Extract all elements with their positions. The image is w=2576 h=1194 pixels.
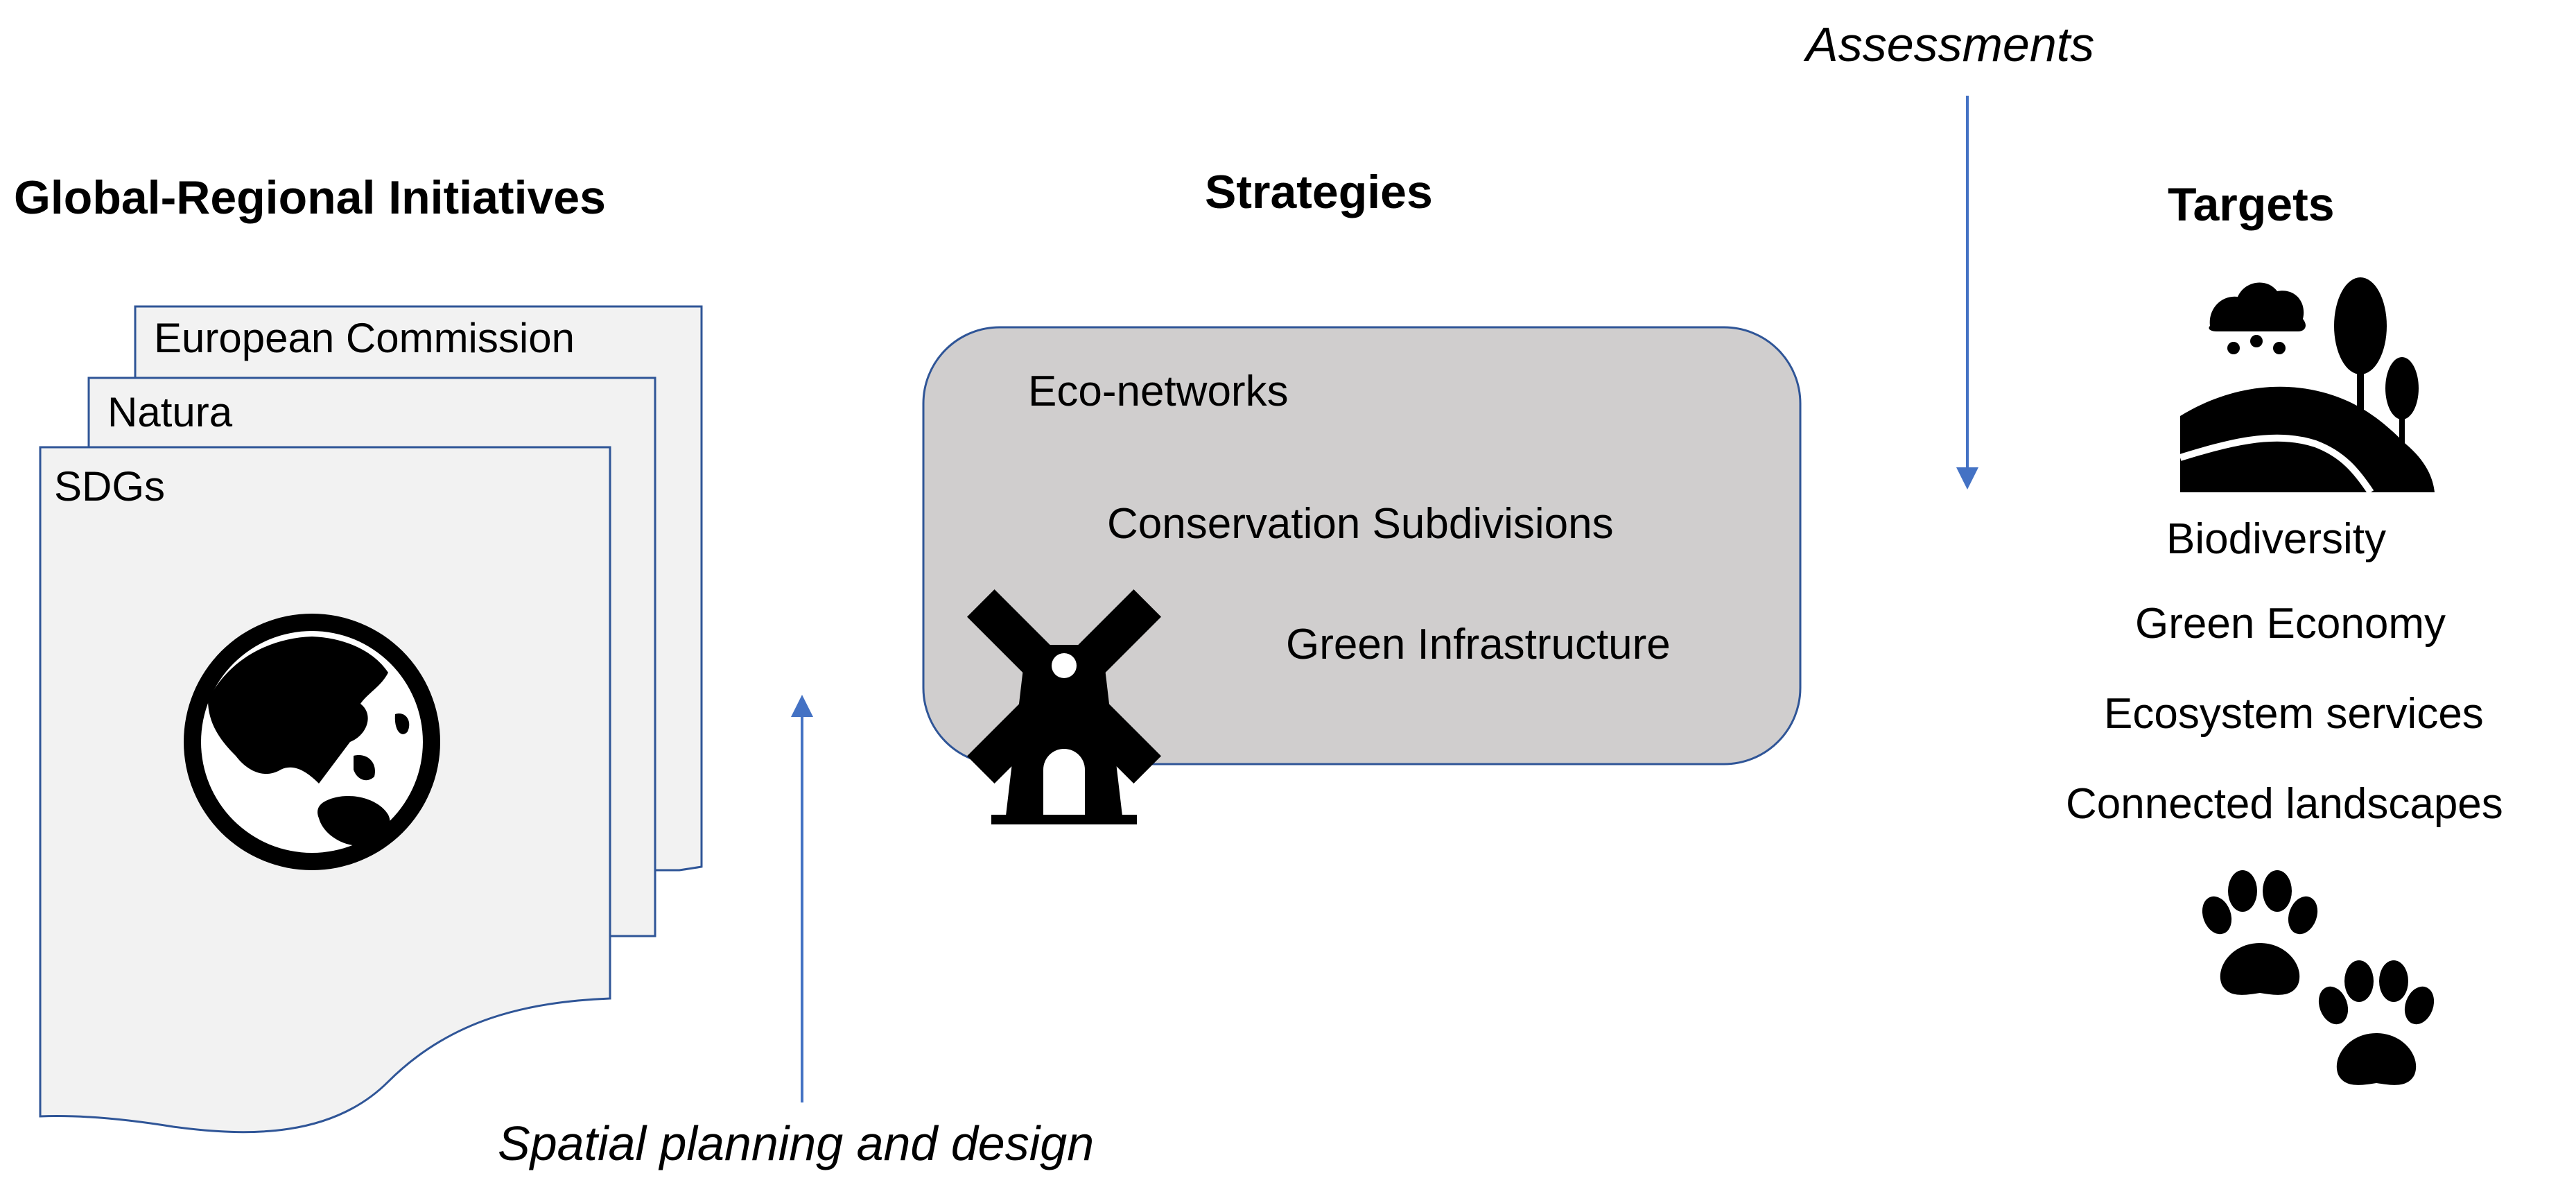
strategies-box <box>922 326 1802 765</box>
target-green-economy: Green Economy <box>2135 600 2446 648</box>
document-label-european-commission: European Commission <box>154 315 575 361</box>
heading-targets: Targets <box>2168 178 2335 231</box>
paw-print-icon <box>2202 870 2318 995</box>
strategy-green-infrastructure: Green Infrastructure <box>1286 621 1671 668</box>
landscape-icon <box>2179 277 2435 494</box>
strategy-eco-networks: Eco-networks <box>1028 367 1289 415</box>
target-connected-landscapes: Connected landscapes <box>2066 780 2503 828</box>
target-biodiversity: Biodiversity <box>2166 515 2386 563</box>
document-stack: European Commission Natura SDGs <box>39 305 703 1134</box>
document-label-natura: Natura <box>107 389 233 435</box>
heading-initiatives: Global-Regional Initiatives <box>14 171 606 224</box>
target-ecosystem-services: Ecosystem services <box>2104 690 2484 738</box>
windmill-icon <box>966 589 1162 824</box>
heading-strategies: Strategies <box>1205 166 1433 218</box>
paw-print-icon <box>2318 960 2435 1085</box>
assessments-label: Assessments <box>1803 17 2094 71</box>
globe-icon <box>184 614 440 870</box>
document-label-sdgs: SDGs <box>54 463 165 510</box>
strategy-conservation-subdivisions: Conservation Subdivisions <box>1107 500 1614 548</box>
spatial-planning-label: Spatial planning and design <box>498 1116 1094 1170</box>
